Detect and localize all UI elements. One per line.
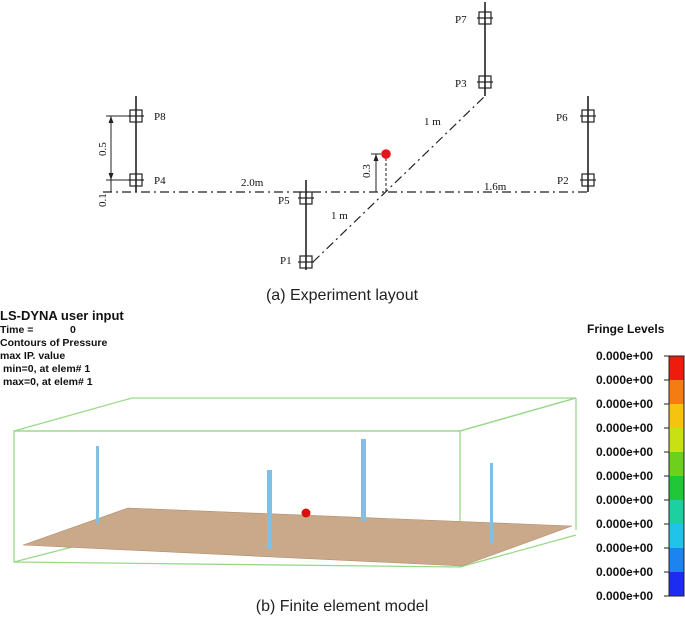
gauge-p3 [477, 75, 493, 89]
label-p5: P5 [278, 195, 290, 207]
fringe-level-label: 0.000e+00 [596, 445, 653, 459]
gauge-p6 [580, 109, 596, 123]
fringe-swatch [669, 380, 684, 404]
fringe-level-label: 0.000e+00 [596, 589, 653, 603]
gauge-p2 [580, 173, 596, 187]
fem-time-value: 0 [70, 324, 76, 336]
caption-finite-element-model: (b) Finite element model [256, 598, 429, 615]
fringe-swatch [669, 524, 684, 548]
fringe-level-label: 0.000e+00 [596, 373, 653, 387]
label-p1: P1 [280, 255, 292, 267]
label-p7: P7 [455, 14, 467, 26]
dimension-label-0-1: 0.1 [97, 193, 109, 207]
dimension-label-0-5: 0.5 [97, 142, 109, 156]
fringe-swatch [669, 572, 684, 596]
explosive-charge-marker [381, 149, 391, 159]
caption-experiment-layout: (a) Experiment layout [266, 287, 419, 304]
label-distance-1m-lower: 1 m [331, 210, 348, 222]
fringe-swatch [669, 404, 684, 428]
fringe-swatch [669, 452, 684, 476]
label-p3: P3 [455, 78, 467, 90]
label-distance-2-0m: 2.0m [241, 177, 264, 189]
label-p4: P4 [154, 175, 166, 187]
fem-min-line: min=0, at elem# 1 [3, 363, 90, 375]
model-bounding-box [13, 397, 577, 568]
fringe-swatch [669, 476, 684, 500]
gauge-rod-front [267, 470, 272, 550]
fringe-swatch [669, 548, 684, 572]
model-charge-sphere [301, 508, 311, 518]
fringe-level-label: 0.000e+00 [596, 349, 653, 363]
finite-element-model: LS-DYNA user input Time = 0 Contours of … [0, 308, 685, 615]
fringe-color-bar [668, 355, 685, 597]
label-p6: P6 [556, 112, 568, 124]
experiment-layout-diagram: P7 P3 P8 P6 P4 P2 P5 P1 0.5 0.1 0.3 [97, 2, 596, 304]
gauge-rod-left [96, 446, 99, 524]
fem-time-label: Time = [0, 324, 33, 336]
label-distance-1-6m: 1.6m [484, 181, 507, 193]
fem-max-line: max=0, at elem# 1 [3, 376, 93, 388]
ground-plane [22, 507, 573, 567]
fringe-swatch [669, 428, 684, 452]
fringe-level-label: 0.000e+00 [596, 541, 653, 555]
gauge-rod-back [361, 439, 366, 521]
label-p2: P2 [557, 175, 569, 187]
dimension-label-0-3: 0.3 [361, 164, 373, 178]
fringe-swatch [669, 356, 684, 380]
diagonal-dashed-line [312, 95, 486, 263]
label-distance-1m-upper: 1 m [424, 116, 441, 128]
fringe-level-label: 0.000e+00 [596, 517, 653, 531]
gauge-p7 [477, 11, 493, 25]
gauge-rod-right [490, 463, 493, 543]
fem-title: LS-DYNA user input [0, 308, 124, 323]
fringe-level-label: 0.000e+00 [596, 397, 653, 411]
gauge-p1 [298, 255, 314, 269]
fringe-level-label: 0.000e+00 [596, 469, 653, 483]
fringe-level-label: 0.000e+00 [596, 421, 653, 435]
dimension-bracket-0-5 [106, 115, 130, 181]
fringe-level-labels: 0.000e+00 0.000e+00 0.000e+00 0.000e+00 0.00… [596, 349, 669, 603]
fem-max-ip-label: max IP. value [0, 350, 65, 362]
fringe-swatch [669, 500, 684, 524]
fringe-level-label: 0.000e+00 [596, 565, 653, 579]
gauge-p5 [298, 191, 314, 205]
fringe-level-label: 0.000e+00 [596, 493, 653, 507]
label-p8: P8 [154, 111, 166, 123]
fringe-levels-title: Fringe Levels [587, 322, 665, 336]
fem-contours-label: Contours of Pressure [0, 337, 108, 349]
dimension-bracket-0-3 [371, 153, 387, 192]
